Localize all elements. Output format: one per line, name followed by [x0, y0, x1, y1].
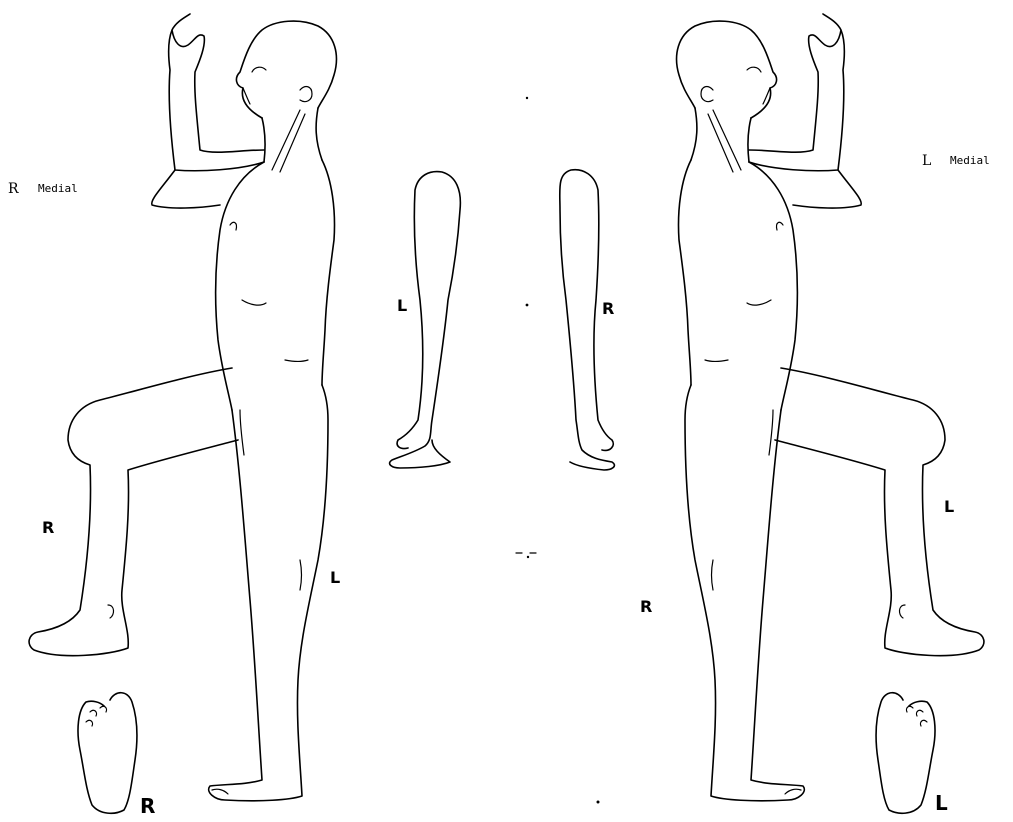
left-figure-back-leg — [685, 385, 804, 801]
right-figure-torso — [216, 160, 335, 410]
right-figure-forward-leg — [29, 368, 238, 656]
left-side-word: Medial — [950, 154, 990, 167]
right-side-word: Medial — [38, 182, 78, 195]
label-right-figure-forward-leg: R — [42, 518, 54, 537]
label-foot-left: L — [935, 791, 948, 815]
right-side-letter: R — [8, 181, 19, 197]
label-left-figure-back-leg: R — [640, 597, 652, 616]
isolated-arm-left — [390, 172, 461, 468]
label-arm-left: L — [397, 296, 407, 315]
left-side-letter: L — [922, 153, 931, 169]
label-right-figure-back-leg: L — [330, 568, 340, 587]
left-medial-figure — [677, 14, 984, 801]
left-figure-torso — [679, 160, 798, 410]
right-figure-raised-arm — [169, 14, 264, 171]
right-foot-sole — [78, 693, 137, 814]
right-figure-back-leg — [209, 385, 328, 801]
isolated-arm-right — [560, 170, 615, 470]
label-foot-right: R — [140, 794, 155, 818]
right-figure-head — [236, 21, 336, 118]
left-foot-sole — [876, 693, 935, 814]
label-left-figure-forward-leg: L — [944, 497, 954, 516]
right-medial-figure — [29, 14, 336, 801]
left-figure-head — [677, 21, 777, 118]
left-figure-raised-arm — [749, 14, 844, 171]
label-arm-right: R — [602, 299, 614, 318]
